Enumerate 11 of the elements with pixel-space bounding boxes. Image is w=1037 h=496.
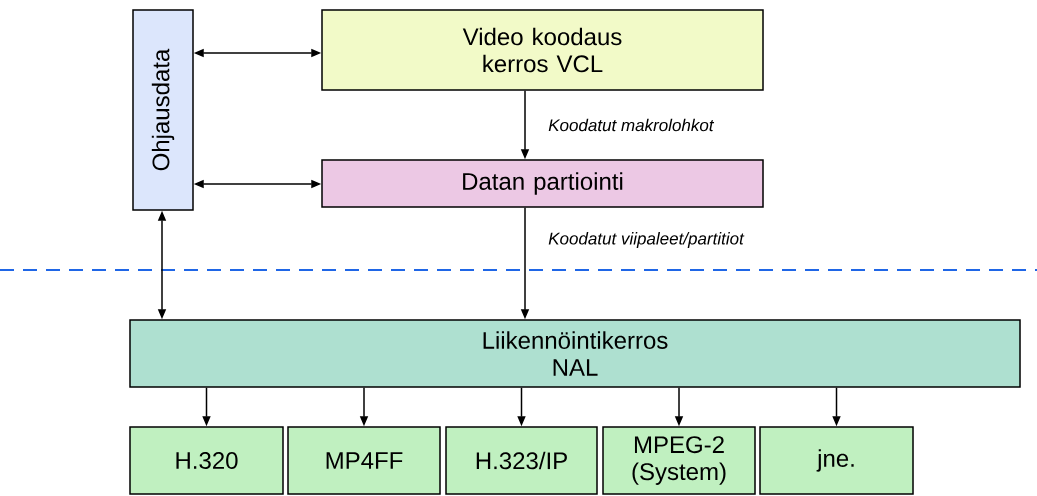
side-box: Ohjausdata [132, 9, 194, 211]
process-box: Datan partiointi [321, 159, 764, 208]
edge-label: Koodatut viipaleet/partitiot [547, 231, 745, 249]
protocol-box: MPEG-2 (System) [602, 426, 756, 495]
protocol-box: H.323/IP [445, 426, 598, 495]
protocol-box: jne. [759, 426, 914, 495]
protocol-box: MP4FF [287, 426, 441, 495]
layer-box: Video koodaus kerros VCL [321, 9, 764, 91]
layer-box: Liikennöintikerros NAL [129, 319, 1021, 388]
protocol-box: H.320 [129, 426, 284, 495]
edge-label: Koodatut makrolohkot [547, 117, 715, 133]
